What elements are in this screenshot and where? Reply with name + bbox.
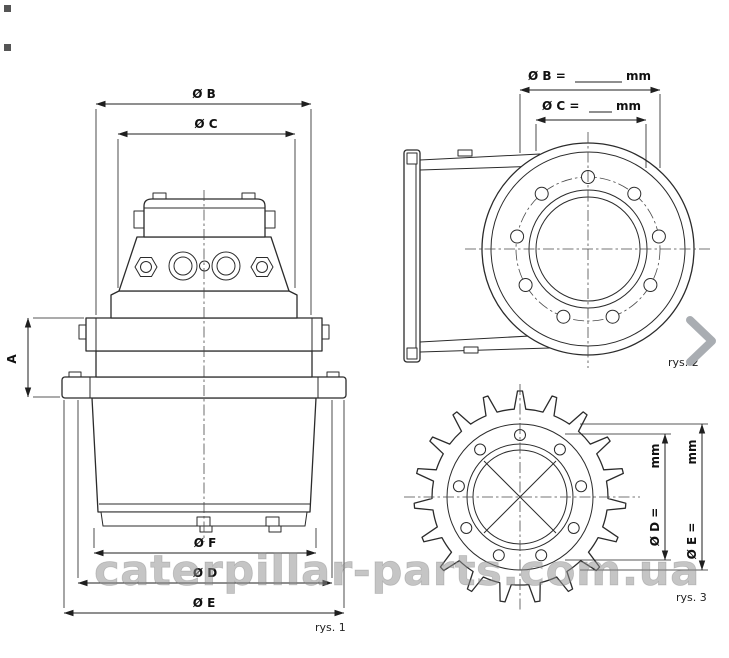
dim-label-a: A (5, 354, 19, 364)
dimension-diameter-d: Ø D (77, 400, 333, 587)
dim-unit-d: mm (648, 443, 662, 468)
flange-face (465, 132, 710, 368)
bolt-hole (575, 480, 588, 493)
bolt-hole (556, 309, 571, 324)
dimension-diameter-c: Ø C (117, 117, 296, 288)
bolt-hole (492, 549, 505, 562)
dimension-diameter-f: Ø F (93, 528, 317, 557)
dimension-diameter-e: Ø E (63, 400, 345, 617)
top-cover (133, 192, 276, 238)
bolt-hole (651, 229, 666, 244)
sprocket-bolt-holes (452, 429, 588, 562)
figure1-final-drive-front-view: Ø B Ø C A Ø F Ø D (5, 87, 347, 634)
dim-label-b: Ø B = (528, 69, 566, 83)
dimension-diameter-b-value: Ø B = mm (519, 69, 661, 168)
bolt-hole (643, 278, 658, 292)
bolt-hole (627, 186, 642, 201)
dimension-diameter-d-value: mm Ø D = (565, 433, 671, 561)
dim-label-f: Ø F (194, 536, 217, 550)
bolt-hole (605, 309, 620, 324)
figure3-sprocket: mm Ø D = mm Ø E = rys. 3 (404, 384, 708, 612)
flange-bolt-holes (510, 170, 666, 324)
dimension-diameter-b: Ø B (95, 87, 312, 315)
bolt-hole (534, 186, 549, 201)
dimension-diameter-e-value: mm Ø E = (580, 423, 708, 571)
dim-label-d: Ø D (193, 566, 217, 580)
dimension-diameter-c-value: Ø C = mm (535, 99, 647, 168)
dim-label-c: Ø C = (542, 99, 579, 113)
chevron-right-icon[interactable] (686, 316, 716, 366)
figure1-caption: rys. 1 (315, 621, 346, 634)
bolt-hole (518, 278, 533, 292)
mounting-plate (403, 149, 421, 363)
dim-label-e: Ø E = (685, 523, 699, 560)
bolt-hole (474, 443, 487, 456)
bolt-hole (452, 480, 465, 493)
watermark-text: caterpillar-parts.com.ua (94, 546, 700, 595)
dim-label-d: Ø D = (648, 508, 662, 547)
bolt-hole (460, 522, 473, 534)
dim-unit-e: mm (685, 439, 699, 464)
dimension-a: A (5, 317, 84, 398)
figure3-caption: rys. 3 (676, 591, 707, 604)
dim-label-b: Ø B (192, 87, 216, 101)
drive-drum (91, 397, 317, 533)
bolt-hole (567, 522, 580, 534)
dim-unit-b: mm (626, 69, 651, 83)
scan-artifacts (4, 5, 11, 51)
dim-unit-c: mm (616, 99, 641, 113)
dim-label-e: Ø E (193, 596, 216, 610)
bolt-hole (553, 443, 566, 456)
dim-label-c: Ø C (194, 117, 217, 131)
bolt-hole (535, 549, 548, 562)
bolt-hole (510, 229, 525, 244)
figure2-housing-side-view: Ø B = mm Ø C = mm rys. 2 (403, 69, 710, 369)
